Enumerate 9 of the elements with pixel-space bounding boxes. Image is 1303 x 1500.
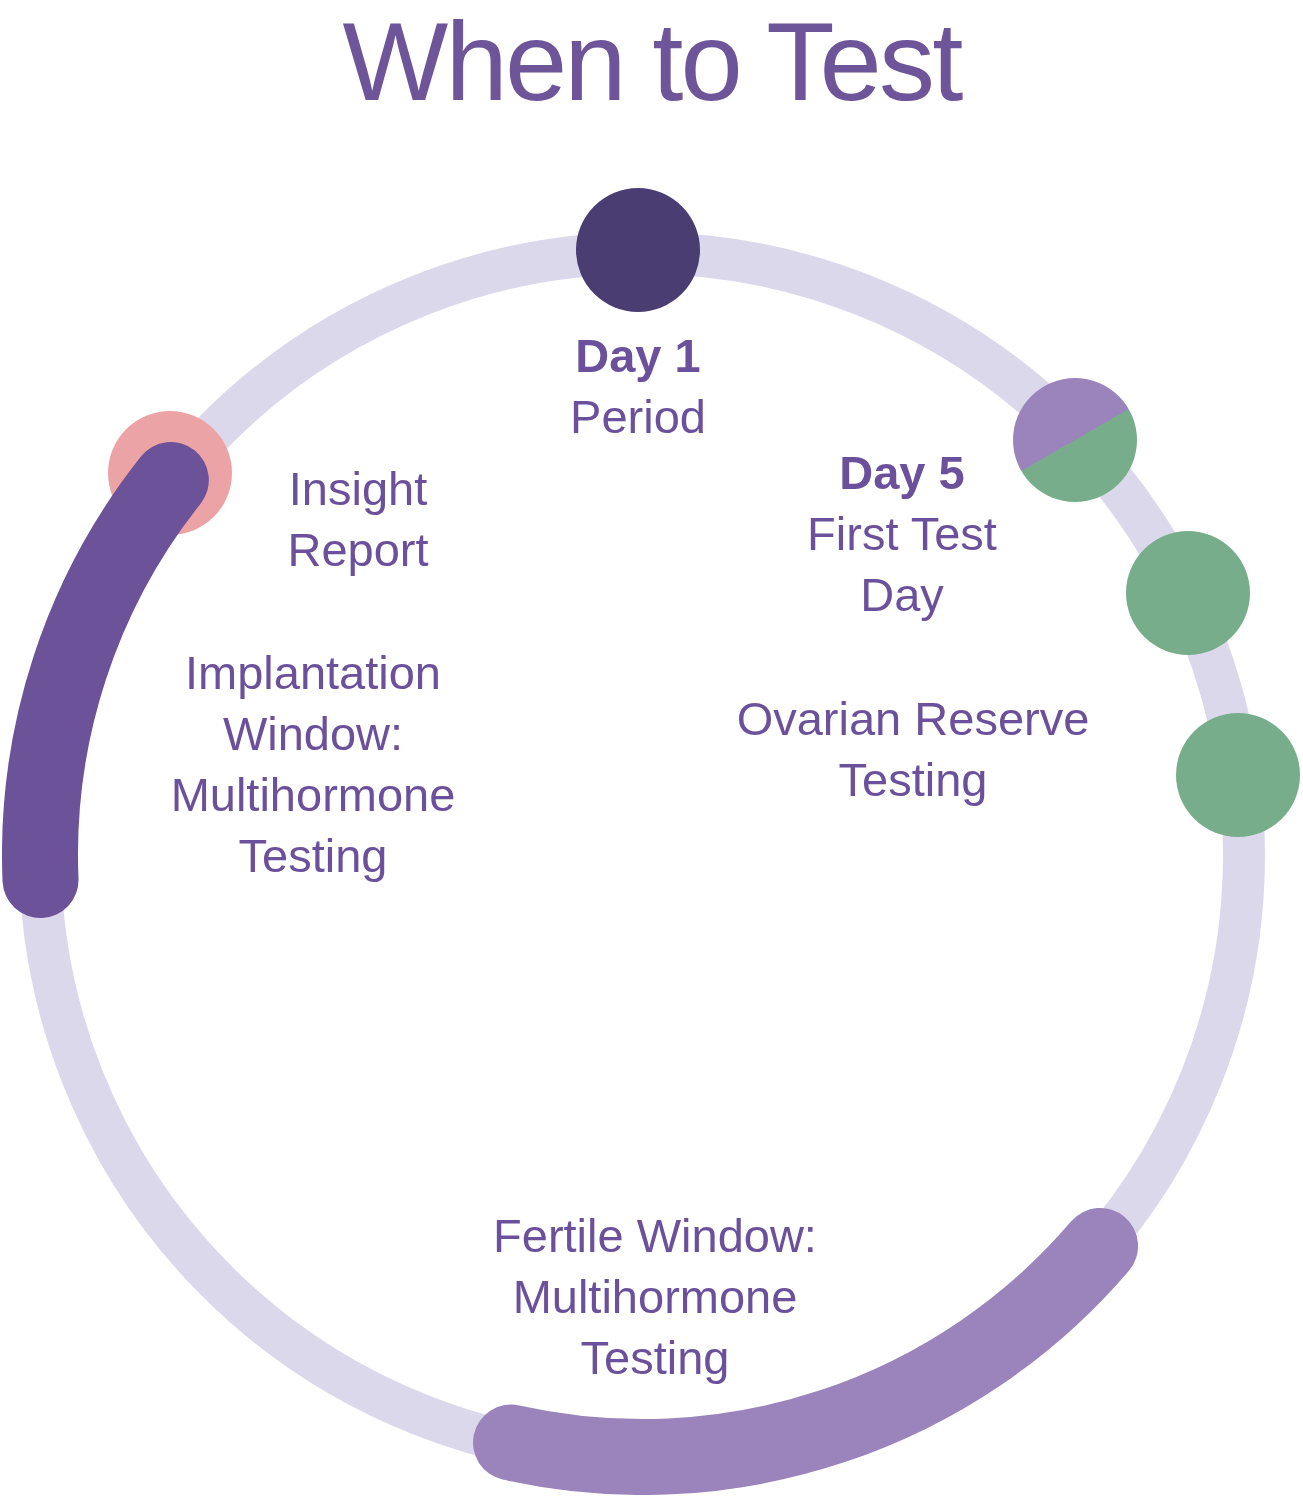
- title: When to Test: [342, 2, 961, 122]
- phase-label: Ovarian Reserve Testing: [735, 691, 1091, 808]
- day-label: Day 5: [839, 445, 965, 501]
- phase-label: Insight Report: [286, 461, 430, 578]
- phase-label: Fertile Window: Multihormone Testing: [492, 1208, 818, 1386]
- phase-label: Implantation Window: Multihormone Testing: [169, 645, 457, 884]
- phase-label: First Test Day: [806, 506, 998, 623]
- day-label: Day 1: [575, 328, 701, 384]
- phase-label: Period: [570, 389, 706, 445]
